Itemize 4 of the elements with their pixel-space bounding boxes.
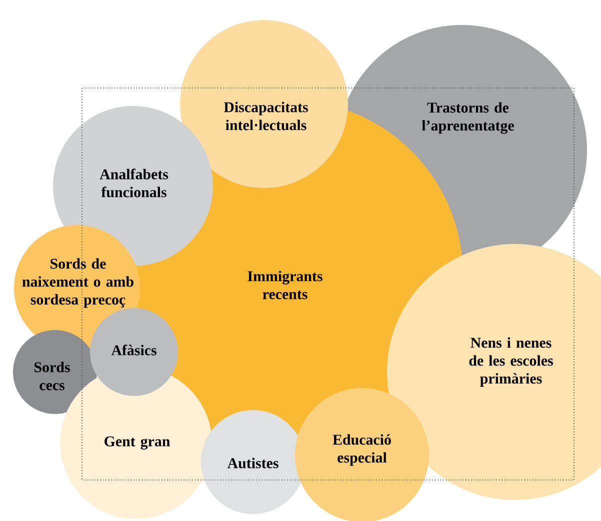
bubble: Educació especial <box>295 388 429 521</box>
bubble: Discapacitats intel·lectuals <box>180 20 348 188</box>
bubble: Afàsics <box>90 308 178 396</box>
bubble: Autistes <box>201 410 305 514</box>
